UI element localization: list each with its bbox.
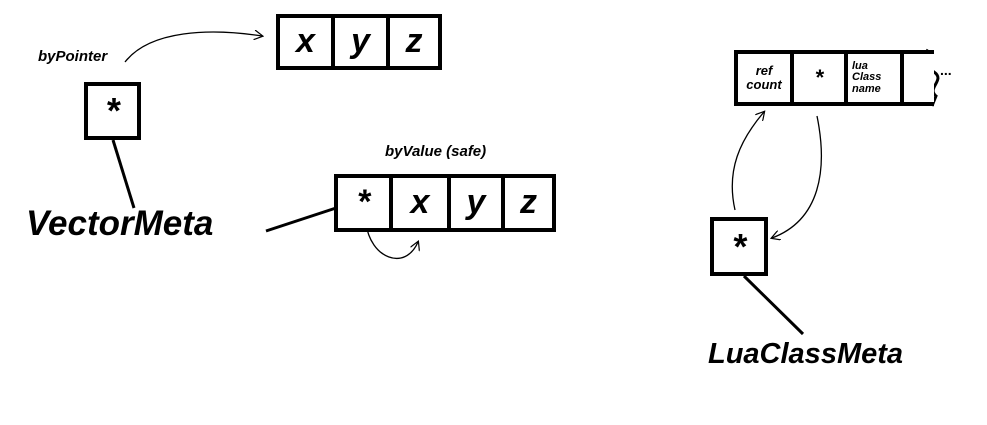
lua-meta-line xyxy=(742,274,805,336)
by-value-label: byValue (safe) xyxy=(385,143,487,160)
lua-class-meta-label: LuaClassMeta xyxy=(708,338,904,370)
by-value-cell-x: x xyxy=(393,178,451,228)
vector-meta-pointer-box: * xyxy=(84,82,141,140)
lua-cell-class-name: lua Class name xyxy=(848,54,904,102)
by-value-cell-z: z xyxy=(520,183,537,222)
lua-ref-arrow xyxy=(731,112,764,211)
xyz-cell-x: x xyxy=(280,18,335,66)
lua-cell-continued xyxy=(904,54,934,102)
by-pointer-arrow xyxy=(124,32,262,63)
by-value-self-arrow xyxy=(365,222,418,260)
xyz-cell-y: y xyxy=(335,18,390,66)
by-value-cell-pointer: * xyxy=(338,178,393,228)
by-pointer-target-strip: x y z xyxy=(276,14,442,70)
lua-back-arrow xyxy=(772,115,822,238)
by-value-strip: * x y z xyxy=(334,174,556,232)
lua-object-strip: ref count * lua Class name xyxy=(734,50,934,106)
vector-meta-value-line xyxy=(265,206,337,233)
lua-cell-pointer: * xyxy=(794,54,848,102)
by-value-cell-y: y xyxy=(451,178,505,228)
lua-cell-ref-count: ref count xyxy=(738,54,794,102)
lua-strip-ellipsis: ... xyxy=(940,62,952,78)
lua-class-meta-pointer-box: * xyxy=(710,217,768,276)
by-pointer-label: byPointer xyxy=(38,48,108,65)
vector-meta-pointer-line xyxy=(111,139,136,209)
xyz-cell-z: z xyxy=(405,22,423,61)
vector-meta-label: VectorMeta xyxy=(26,204,214,243)
